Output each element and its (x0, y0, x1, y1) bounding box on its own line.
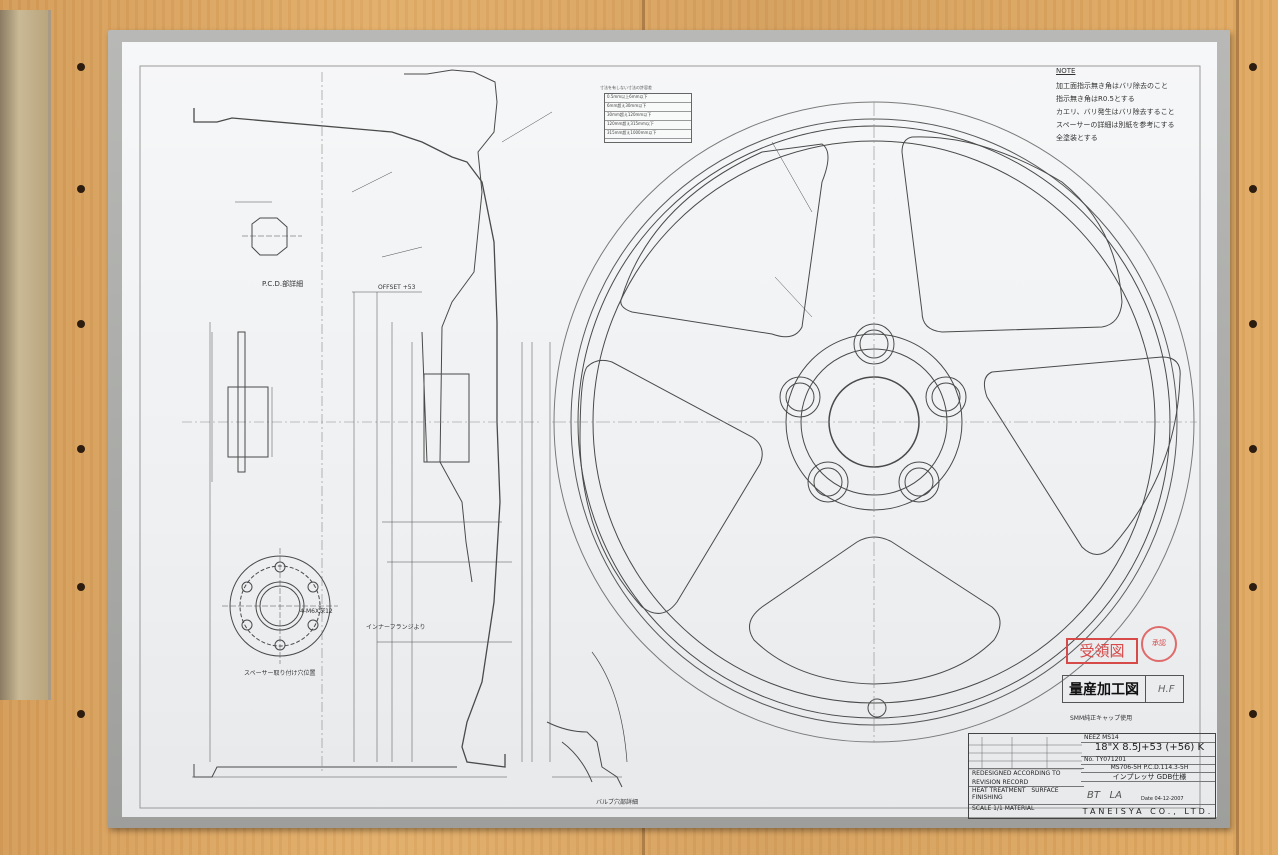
approval-seal: 承認 (1141, 626, 1177, 662)
tolerance-title: 寸法を有しない寸法の許容差 (600, 85, 652, 90)
notes-list: 加工面指示無き角はバリ除去のこと 指示無き角はR0.5とする カエリ、バリ発生は… (1056, 80, 1175, 145)
note-line: 加工面指示無き角はバリ除去のこと (1056, 82, 1168, 90)
pcd-detail (235, 201, 302, 256)
drawing-type-box: 量産加工図 H.F (1062, 675, 1184, 703)
received-stamp: 受領図 (1066, 638, 1138, 664)
surface-finishing-label: SURFACE FINISHING (972, 787, 1059, 801)
wheel-front-view (552, 101, 1197, 743)
approver-sign: H.F (1158, 683, 1175, 695)
title-block: NEEZ MS14 18"X 8.5J+53 (+56) K No. TY071… (968, 733, 1216, 819)
offset-text: OFFSET (378, 284, 401, 291)
note-line: カエリ、バリ発生はバリ除去すること (1056, 108, 1175, 116)
inner-flange-label: インナーフランジより (366, 624, 426, 631)
note-line: スペーサーの詳細は別紙を参考にする (1056, 121, 1175, 129)
pegboard-hole (77, 320, 85, 328)
pegboard-hole (77, 710, 85, 718)
drawing-type: 量産加工図 (1069, 682, 1139, 698)
title-block-model: MS706-5H P.C.D.114.3-5H (1081, 764, 1215, 773)
tolerance-row: 315mm超え1000mm以下 (605, 130, 691, 139)
tolerance-row: 6mm超え30mm以下 (605, 103, 691, 112)
pegboard-hole (1249, 320, 1257, 328)
title-block-number: No. TY071201 (1081, 756, 1215, 765)
wheel-cross-section (182, 69, 551, 778)
drawing-type-divider (1145, 676, 1152, 702)
thread-label: 4-M6X深12 (300, 608, 333, 615)
drawing-date: Date 04-12-2007 (1141, 796, 1184, 802)
drawing-border (139, 65, 1201, 809)
pegboard-hole (1249, 185, 1257, 193)
valve-detail-label: バルブ穴部詳細 (596, 799, 639, 806)
drawn-signature: BT LA (1087, 790, 1122, 801)
tolerance-row: 0.5mm以上6mm以下 (605, 94, 691, 103)
spacer-hole-position (222, 548, 338, 664)
heat-treatment-label: HEAT TREATMENT (972, 787, 1026, 794)
wheel-technical-drawing (139, 65, 1201, 809)
pegboard-hole (77, 583, 85, 591)
pegboard-hole (77, 185, 85, 193)
tolerance-row: 120mm超え315mm以下 (605, 121, 691, 130)
pegboard-hole (1249, 710, 1257, 718)
title-block-spec: 18"X 8.5J+53 (+56) K (1081, 742, 1215, 757)
spacer-hole-label: スペーサー取り付け穴位置 (244, 670, 316, 677)
drawn-by-row: BT LA Date 04-12-2007 (1081, 781, 1215, 805)
offset-value: +53 (402, 284, 416, 291)
revision-row: REDESIGNED ACCORDING TO REVISION RECORD (969, 768, 1084, 786)
cap-note: SMM純正キャップ使用 (1070, 715, 1133, 722)
pegboard-hole (1249, 63, 1257, 71)
title-block-name: NEEZ MS14 (1081, 734, 1215, 743)
pegboard-hole (1249, 445, 1257, 453)
pegboard-hole (1249, 583, 1257, 591)
side-glass-panel (0, 10, 51, 700)
pegboard-hole (77, 445, 85, 453)
pegboard-hole (77, 63, 85, 71)
tolerance-table: 0.5mm以上6mm以下 6mm超え30mm以下 30mm超え120mm以下 1… (604, 93, 692, 143)
tolerance-row: 30mm超え120mm以下 (605, 112, 691, 121)
note-line: 指示無き角はR0.5とする (1056, 95, 1135, 103)
spacer-profile (211, 331, 273, 482)
offset-label: OFFSET +53 (378, 284, 415, 291)
finishing-row: HEAT TREATMENT SURFACE FINISHING (969, 786, 1084, 805)
blueprint-sheet (122, 42, 1217, 817)
notes-title: NOTE (1056, 67, 1076, 75)
scale-row: SCALE 1/1 MATERIAL (969, 804, 1084, 819)
valve-hole-detail (546, 651, 628, 788)
wall-seam (1236, 0, 1239, 855)
company-name: TANEISYA CO., LTD. (1081, 804, 1215, 819)
note-line: 全塗装とする (1056, 134, 1098, 142)
pcd-detail-label: P.C.D.部詳細 (262, 280, 304, 288)
